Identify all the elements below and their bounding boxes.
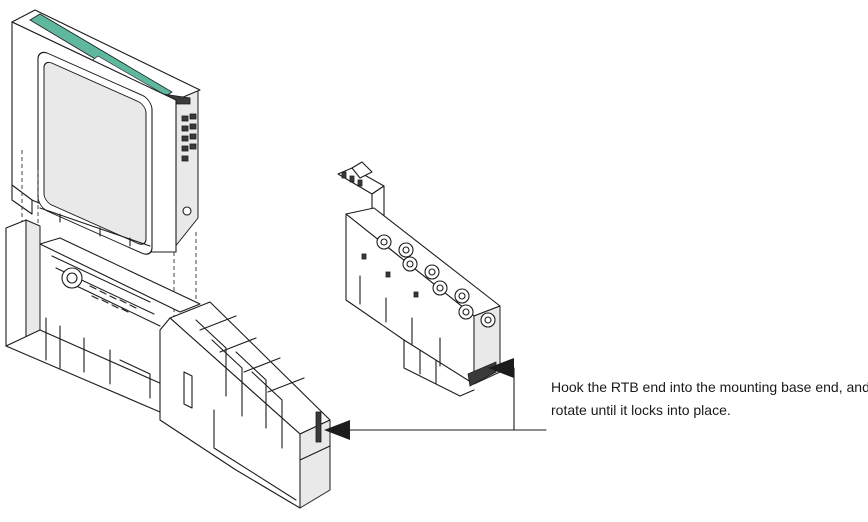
mounting-base [5,219,331,509]
caption-line-1: Hook the RTB end into the mounting base … [551,379,868,395]
caption-line-2: rotate until it locks into place. [551,402,731,418]
instruction-caption: Hook the RTB end into the mounting base … [551,376,868,422]
callout-arrow-base [324,420,350,440]
callout-leader [347,367,547,431]
removable-terminal-block [337,161,501,397]
io-module [11,9,201,255]
status-indicators [181,113,197,162]
callout-arrow-rtb [488,358,514,378]
terminal-screws [376,234,496,328]
